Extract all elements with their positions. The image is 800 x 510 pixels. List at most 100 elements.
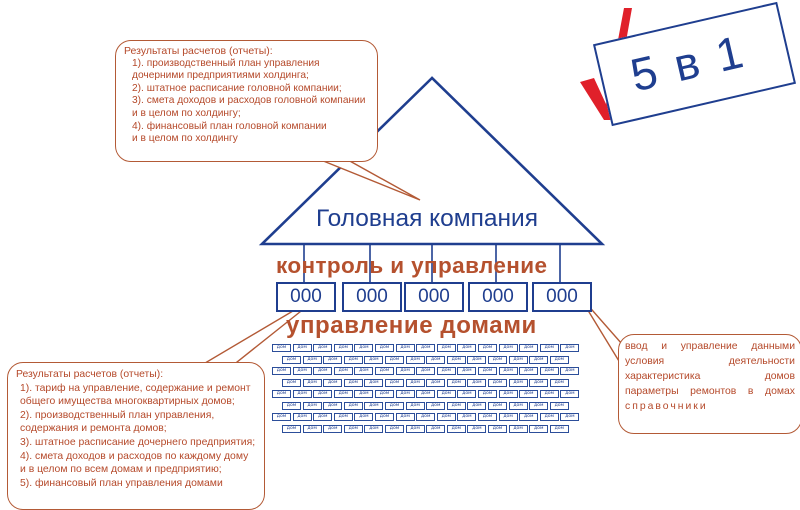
- house-block: дом: [323, 355, 343, 364]
- house-block: дом: [333, 390, 353, 398]
- house-block: дом: [478, 413, 497, 421]
- house-block: дом: [385, 401, 404, 410]
- house-block: дом: [478, 367, 497, 375]
- branch-lines: [303, 244, 561, 283]
- house-block: дом: [272, 413, 291, 421]
- house-block: дом: [354, 413, 374, 421]
- house-block: дом: [385, 378, 404, 387]
- house-block: дом: [323, 424, 343, 433]
- house-block: дом: [354, 367, 374, 375]
- house-block: дом: [292, 344, 312, 352]
- house-block: дом: [405, 401, 425, 410]
- house-block: дом: [457, 367, 477, 375]
- house-block: дом: [313, 413, 333, 421]
- house-block: дом: [519, 367, 539, 375]
- houses-label: управление домами: [286, 312, 537, 339]
- house-block: дом: [343, 401, 363, 410]
- subsidiary-box: 000: [342, 282, 402, 312]
- house-block: дом: [385, 424, 404, 433]
- house-block: дом: [282, 355, 301, 364]
- callout-left-line: 5). финансовый план управления домами: [20, 477, 223, 489]
- callout-right-line: характеристика домов: [625, 371, 795, 382]
- callout-left-line: содержания и ремонта домов;: [20, 423, 167, 435]
- house-block: дом: [272, 390, 291, 398]
- house-block: дом: [302, 355, 322, 364]
- house-block: дом: [333, 413, 353, 421]
- house-block: дом: [488, 355, 507, 364]
- house-block: дом: [313, 367, 333, 375]
- house-block: дом: [395, 344, 415, 352]
- house-block: дом: [426, 424, 446, 433]
- house-block: дом: [395, 390, 415, 398]
- callout-right-line: ввод и управление данными: [625, 341, 795, 352]
- house-block: дом: [343, 378, 363, 387]
- house-block: дом: [457, 413, 477, 421]
- house-block: дом: [282, 378, 301, 387]
- house-block: дом: [354, 344, 374, 352]
- house-block: дом: [478, 390, 497, 398]
- house-block: дом: [446, 424, 466, 433]
- callout-right: ввод и управление данными условия деятел…: [618, 334, 800, 434]
- house-block: дом: [508, 424, 528, 433]
- house-block: дом: [508, 401, 528, 410]
- house-block: дом: [364, 424, 384, 433]
- control-label: контроль и управление: [276, 253, 548, 278]
- house-block: дом: [416, 413, 436, 421]
- subsidiary-box: 000: [468, 282, 528, 312]
- house-block: дом: [549, 401, 569, 410]
- house-block: дом: [436, 390, 456, 398]
- house-block: дом: [457, 390, 477, 398]
- house-block: дом: [498, 413, 518, 421]
- callout-left-line: 2). производственный план управления,: [20, 409, 215, 421]
- house-block: дом: [272, 367, 291, 375]
- callout-left: Результаты расчетов (отчеты): 1). тариф …: [7, 362, 265, 510]
- house-block: дом: [416, 367, 436, 375]
- house-block: дом: [313, 344, 333, 352]
- callout-right-line: параметры ремонтов в домах: [625, 386, 795, 397]
- house-block: дом: [560, 413, 580, 421]
- callout-top-line: и в целом по холдингу;: [132, 107, 241, 119]
- callout-top-title: Результаты расчетов (отчеты):: [124, 45, 273, 57]
- house-block: дом: [549, 378, 569, 387]
- callout-left-line: и в целом по всем домам и предприятию;: [20, 464, 222, 476]
- house-block: дом: [343, 355, 363, 364]
- callout-top-line: 2). штатное расписание головной компании…: [132, 82, 342, 94]
- house-block: дом: [323, 378, 343, 387]
- house-block: дом: [323, 401, 343, 410]
- subsidiary-box: 000: [532, 282, 592, 312]
- callout-left-line: 3). штатное расписание дочернего предпри…: [20, 436, 256, 448]
- house-block: дом: [385, 355, 404, 364]
- house-block: дом: [292, 390, 312, 398]
- house-block: дом: [375, 390, 394, 398]
- house-block: дом: [272, 344, 291, 352]
- house-block: дом: [539, 390, 559, 398]
- check-mark-icon: [580, 8, 632, 120]
- house-block: дом: [539, 344, 559, 352]
- house-block: дом: [508, 378, 528, 387]
- house-block: дом: [405, 355, 425, 364]
- house-block: дом: [436, 413, 456, 421]
- house-block: дом: [354, 390, 374, 398]
- house-block: дом: [405, 378, 425, 387]
- house-block: дом: [467, 424, 487, 433]
- house-block: дом: [446, 401, 466, 410]
- house-block: дом: [488, 378, 507, 387]
- head-company-title: Головная компания: [316, 205, 538, 232]
- house-block: дом: [478, 344, 497, 352]
- callout-top-line: 3). смета доходов и расходов головной ко…: [132, 95, 366, 107]
- house-block: дом: [426, 355, 446, 364]
- callout-top-line: 4). финансовый план головной компании: [132, 120, 327, 132]
- house-block: дом: [529, 424, 549, 433]
- house-block: дом: [467, 378, 487, 387]
- house-block: дом: [375, 413, 394, 421]
- house-block: дом: [539, 367, 559, 375]
- house-block: дом: [333, 344, 353, 352]
- house-block: дом: [539, 413, 559, 421]
- house-block: дом: [519, 413, 539, 421]
- subsidiary-box: 000: [404, 282, 464, 312]
- callout-left-line: 4). смета доходов и расходов по каждому …: [20, 450, 249, 462]
- house-block: дом: [508, 355, 528, 364]
- house-block: дом: [446, 355, 466, 364]
- house-block: дом: [498, 367, 518, 375]
